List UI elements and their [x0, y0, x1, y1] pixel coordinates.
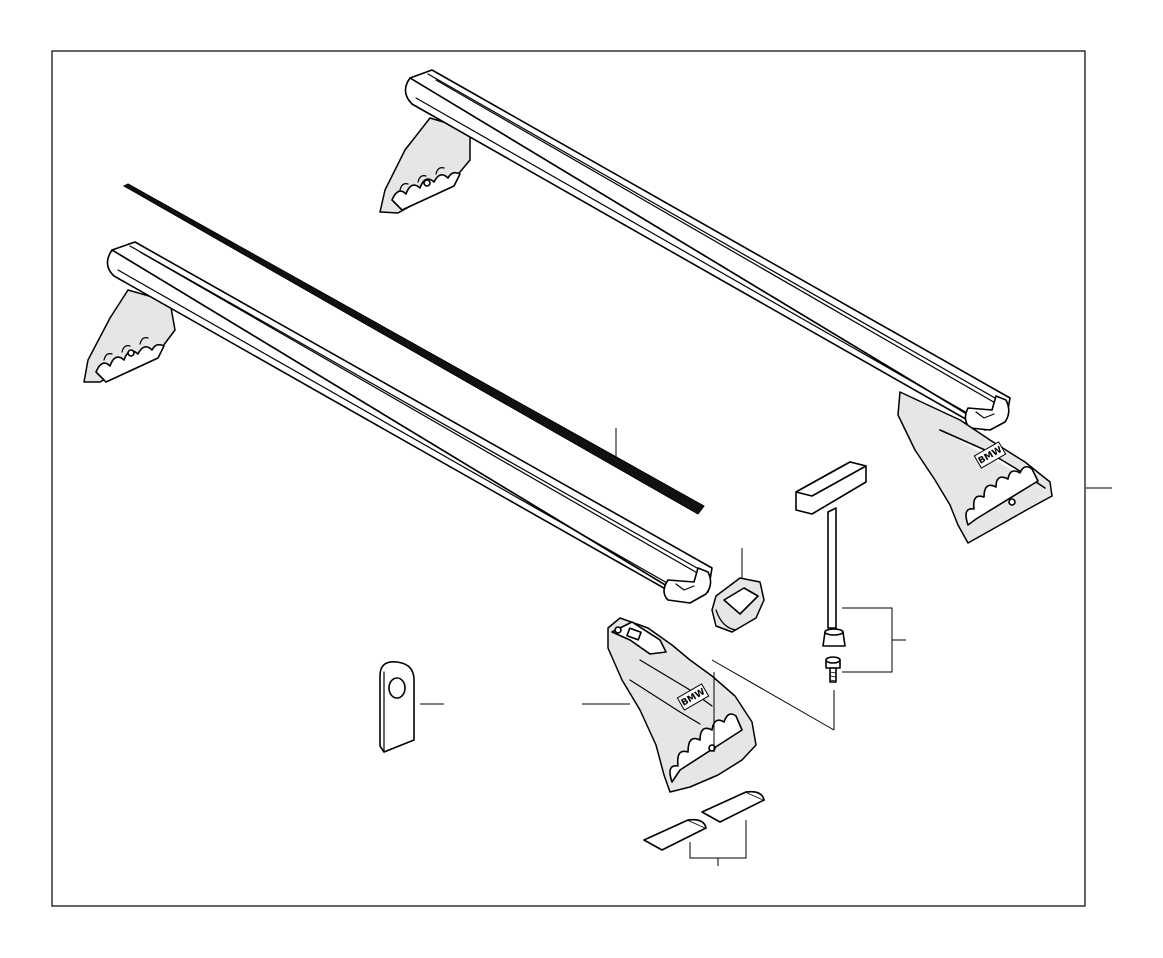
leader-lines [420, 428, 1112, 866]
rear-roof-bar: BMW [379, 69, 1053, 544]
rubber-strip [122, 183, 705, 515]
bolt-set [822, 628, 846, 683]
roof-bar-foot: BMW [607, 617, 757, 793]
clamp-clips [643, 790, 765, 851]
front-roof-bar [83, 241, 713, 604]
t-key [795, 461, 867, 629]
diagram-frame [51, 50, 1086, 907]
rear-bar-right-foot: BMW [897, 391, 1053, 544]
front-bar-left-foot [83, 289, 176, 383]
end-cap [711, 577, 765, 633]
rear-bar-left-foot [379, 117, 471, 214]
mounting-plate [379, 660, 415, 753]
